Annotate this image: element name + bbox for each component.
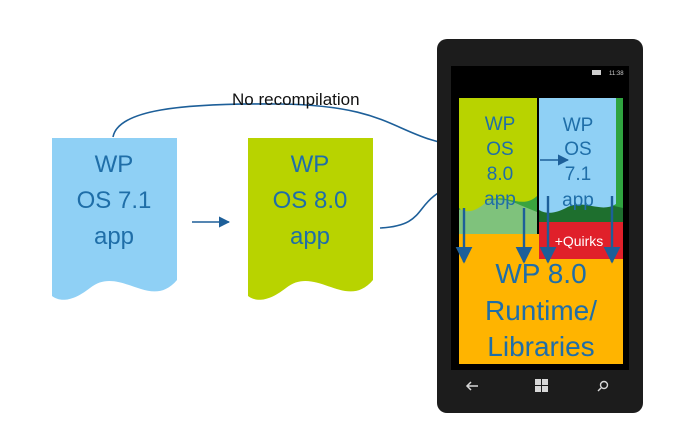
app71-line2: OS (564, 139, 591, 160)
doc-wp71-shape (52, 138, 177, 300)
runtime-line2: Runtime/ (485, 295, 597, 326)
app71-line3: 7.1 (565, 164, 591, 185)
doc-wp80-line2: OS 8.0 (273, 187, 348, 214)
caption-label: No recompilation (232, 90, 360, 109)
app71-tile-shape (539, 98, 616, 213)
app71-line4: app (562, 190, 594, 211)
app71-line1: WP (563, 115, 594, 136)
landscape-scene (459, 199, 537, 236)
doc-wp71-line2: OS 7.1 (77, 187, 152, 214)
doc-wp80-shape (248, 138, 373, 300)
status-time: 11:38 (609, 71, 624, 77)
doc-wp80-line1: WP (291, 151, 330, 178)
back-icon[interactable] (465, 381, 478, 391)
app80-line4: app (484, 189, 516, 210)
app80-line2: OS (486, 139, 513, 160)
app80-tile-shape (459, 98, 537, 212)
app80-line3: 8.0 (487, 164, 513, 185)
app80-tile: WP OS 8.0 app (459, 98, 537, 212)
recompile-curve-arrow (112, 103, 472, 153)
doc-wp80-line3: app (290, 223, 330, 250)
runtime-line3: Libraries (487, 331, 594, 362)
app80-line1: WP (485, 114, 516, 135)
quirks-label: +Quirks (555, 233, 604, 249)
doc-wp80-app: WP OS 8.0 app (248, 138, 373, 300)
windows-start-icon[interactable] (535, 379, 548, 392)
app71-tile: WP OS 7.1 app (539, 98, 616, 213)
battery-icon (592, 70, 601, 75)
doc-wp71-line1: WP (95, 151, 134, 178)
runtime-line1: WP 8.0 (495, 258, 586, 289)
doc-wp71-line3: app (94, 223, 134, 250)
doc-wp71-app: WP OS 7.1 app (52, 138, 177, 300)
search-icon[interactable] (597, 380, 609, 392)
phone-device: 11:38 WP 8.0 Runtime/ Libraries WP OS 8.… (437, 39, 643, 413)
